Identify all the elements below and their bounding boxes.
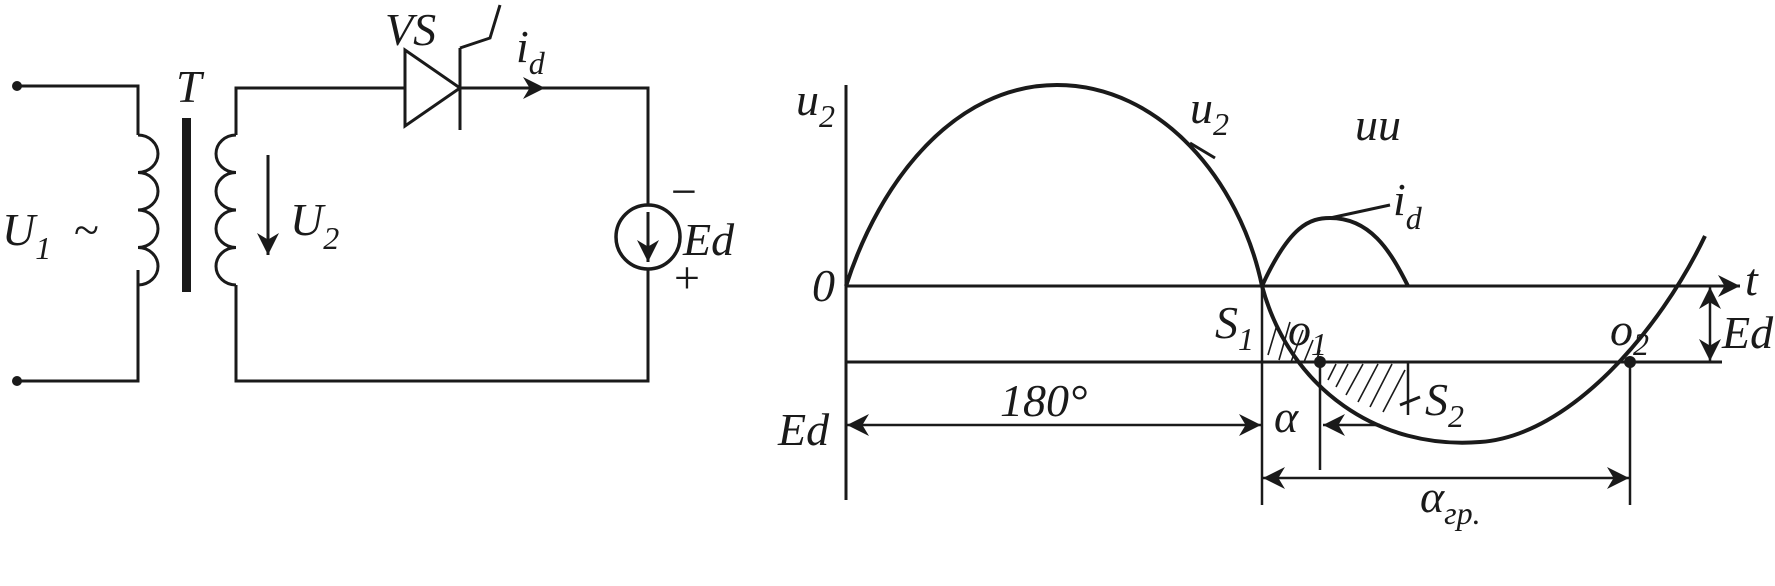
origin-label: 0 bbox=[812, 260, 835, 311]
primary-winding bbox=[136, 133, 160, 287]
angle-180-label: 180° bbox=[1000, 375, 1087, 426]
ac-symbol: ~ bbox=[74, 204, 99, 255]
thyristor-triangle bbox=[403, 47, 463, 129]
o2-point bbox=[1624, 356, 1636, 368]
id-graph-label: id bbox=[1393, 174, 1423, 236]
secondary-winding bbox=[214, 133, 237, 287]
id-circuit-label: id bbox=[516, 21, 546, 81]
alpha-label: α bbox=[1274, 391, 1299, 442]
waveform-graph: u2 0 u2 uu id t Ed S1 o1 o2 S2 Ed 180° α… bbox=[777, 74, 1774, 531]
thyristor-gate bbox=[459, 4, 502, 50]
secondary-wire-bottom bbox=[234, 270, 650, 383]
secondary-wire-top bbox=[234, 86, 405, 135]
id-leader bbox=[1329, 203, 1391, 220]
s2-label: S2 bbox=[1425, 374, 1464, 434]
ed-right-label: Ed bbox=[1721, 307, 1774, 358]
s2-leader bbox=[1399, 395, 1421, 407]
u2-curve-label: u2 bbox=[1190, 82, 1229, 142]
time-axis-label: t bbox=[1745, 254, 1759, 305]
alpha-gr-label: αгр. bbox=[1420, 471, 1481, 531]
u2-leader bbox=[1189, 141, 1216, 160]
thyristor-label: VS bbox=[385, 4, 436, 55]
o1-label: o1 bbox=[1288, 304, 1327, 362]
transformer-label: T bbox=[176, 61, 205, 112]
source-plus: + bbox=[674, 252, 700, 303]
primary-wire-top bbox=[17, 84, 140, 135]
id-curve bbox=[1260, 215, 1410, 287]
o1-point bbox=[1314, 356, 1326, 368]
u1-label: U1 bbox=[2, 204, 51, 266]
circuit-schematic: U1 ~ T U2 VS id − Ed + bbox=[2, 4, 735, 386]
s1-label: S1 bbox=[1215, 297, 1254, 357]
y-axis-label: u2 bbox=[796, 74, 835, 134]
u2-circuit-label: U2 bbox=[290, 194, 339, 256]
source-ed-label: Ed bbox=[682, 214, 735, 265]
primary-wire-bottom bbox=[17, 270, 140, 383]
s2-hatch bbox=[1327, 363, 1406, 413]
u2-curve bbox=[844, 82, 1707, 445]
top-label: uu bbox=[1355, 99, 1401, 150]
ed-left-label: Ed bbox=[777, 404, 830, 455]
transformer-core bbox=[182, 118, 191, 292]
source-minus: − bbox=[671, 166, 697, 217]
o2-label: o2 bbox=[1610, 304, 1649, 362]
load-wire bbox=[460, 86, 650, 205]
